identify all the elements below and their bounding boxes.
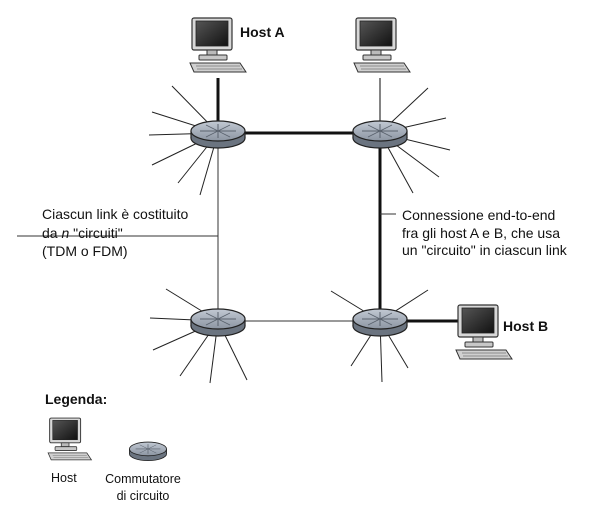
left-note-line1: Ciascun link è costituito: [42, 206, 189, 222]
legend-title: Legenda:: [45, 391, 108, 407]
right-note-line3: un "circuito" in ciascun link: [402, 242, 567, 258]
left-note-line2: da n "circuiti": [42, 224, 123, 241]
switch-top-right: [352, 120, 408, 149]
legend-switch-icon: [129, 441, 167, 462]
right-note-line2: fra gli host A e B, che usa: [402, 224, 560, 241]
host-a-label: Host A: [240, 24, 285, 40]
right-note-line1: Connessione end-to-end: [402, 207, 556, 223]
switch-bottom-left: [190, 308, 246, 337]
legend-switch-label: Commutatore di circuito: [105, 472, 181, 503]
link-circuits-note: Ciascun link è costituito da n "circuiti…: [42, 205, 188, 261]
switch-bottom-right: [352, 308, 408, 337]
switch-top-left: [190, 120, 246, 149]
legend-host-label: Host: [51, 471, 77, 485]
host-a-computer: [189, 17, 247, 73]
legend-host-icon: [47, 417, 92, 461]
spokes-bottom-left: [149, 288, 248, 384]
left-note-line3: (TDM o FDM): [42, 243, 128, 259]
host-top-right-computer: [353, 17, 411, 73]
host-b-label: Host B: [503, 318, 549, 334]
end-to-end-connection-note: Connessione end-to-end fra gli host A e …: [402, 207, 567, 260]
